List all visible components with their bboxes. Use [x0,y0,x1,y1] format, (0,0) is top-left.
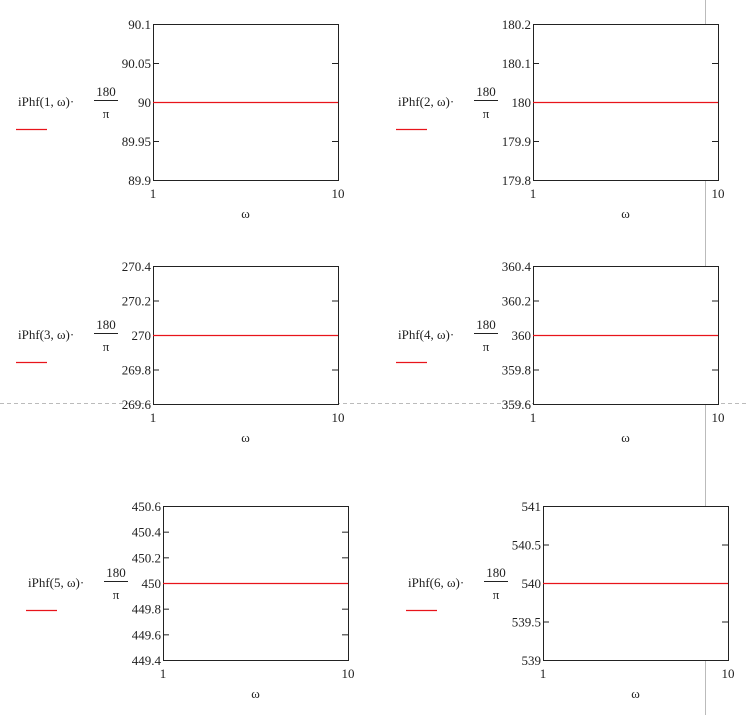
y-tick-label: 180.2 [502,17,531,32]
fraction-numerator: 180 [106,565,126,580]
plot-4[interactable]: 360.4 360.2 360 359.8 359.61 10 ω iPhf(4, ω)· 18… [396,259,725,445]
y-axis-expression: iPhf(1, ω)· [18,94,74,109]
y-tick-label: 180 [512,95,532,110]
fraction-numerator: 180 [96,317,116,332]
plot-2[interactable]: 180.2 180.1 180 179.9 179.81 10 ω iPhf(2, ω)· 18… [396,17,725,221]
y-tick-label: 449.6 [132,627,162,642]
fraction-denominator: π [493,587,500,602]
x-tick-label: 1 [150,410,157,425]
y-tick-label: 270.2 [122,294,151,309]
y-tick-label: 359.6 [502,397,532,412]
y-tick-label: 179.8 [502,173,531,188]
x-axis-label: ω [621,430,630,445]
y-tick-label: 269.8 [122,363,151,378]
x-axis-label: ω [631,686,640,701]
fraction-numerator: 180 [96,84,116,99]
x-axis-label: ω [241,430,250,445]
x-tick-label: 1 [150,186,157,201]
y-tick-label: 90 [138,95,151,110]
y-tick-label: 450.2 [132,550,161,565]
x-tick-label: 1 [160,666,167,681]
y-tick-label: 269.6 [122,397,152,412]
y-tick-label: 539.5 [512,615,541,630]
fraction-denominator: π [103,339,110,354]
x-axis-label: ω [621,206,630,221]
y-tick-label: 89.9 [128,173,151,188]
y-tick-label: 90.05 [122,56,151,71]
plot-1[interactable]: 90.1 90.05 90 89.95 89.91 10 ω iPhf(1, ω)· 180 π [16,17,345,221]
y-tick-label: 539 [522,653,542,668]
y-tick-label: 450.6 [132,499,162,514]
y-tick-label: 360 [512,328,532,343]
y-axis-expression: iPhf(6, ω)· [408,575,464,590]
x-tick-label: 10 [332,410,345,425]
x-axis-label: ω [251,686,260,701]
x-tick-label: 10 [722,666,735,681]
fraction-numerator: 180 [486,565,506,580]
x-tick-label: 10 [712,410,725,425]
y-tick-label: 449.8 [132,602,161,617]
x-tick-label: 10 [342,666,355,681]
x-tick-label: 1 [540,666,547,681]
fraction-denominator: π [113,587,120,602]
y-tick-label: 270.4 [122,259,152,274]
fraction-numerator: 180 [476,317,496,332]
x-axis-label: ω [241,206,250,221]
x-tick-label: 10 [712,186,725,201]
y-tick-label: 179.9 [502,134,531,149]
x-tick-label: 1 [530,186,537,201]
y-tick-label: 450 [142,576,162,591]
plot-5[interactable]: 450.6 450.4 450.2 450 449.8 449.6 449.41 10 ω iPh… [26,499,355,701]
y-tick-label: 180.1 [502,56,531,71]
y-axis-expression: iPhf(3, ω)· [18,327,74,342]
fraction-denominator: π [103,106,110,121]
y-tick-label: 450.4 [132,525,162,540]
fraction-denominator: π [483,106,490,121]
y-tick-label: 360.4 [502,259,532,274]
y-axis-expression: iPhf(2, ω)· [398,94,454,109]
y-tick-label: 540.5 [512,538,541,553]
plot-3[interactable]: 270.4 270.2 270 269.8 269.61 10 ω iPhf(3, ω)· 18… [16,259,345,445]
x-tick-label: 10 [332,186,345,201]
fraction-numerator: 180 [476,84,496,99]
y-axis-expression: iPhf(5, ω)· [28,575,84,590]
y-tick-label: 270 [132,328,152,343]
y-tick-label: 360.2 [502,294,531,309]
y-tick-label: 90.1 [128,17,151,32]
y-tick-label: 89.95 [122,134,151,149]
y-tick-label: 449.4 [132,653,162,668]
y-tick-label: 540 [522,576,542,591]
fraction-denominator: π [483,339,490,354]
y-axis-expression: iPhf(4, ω)· [398,327,454,342]
y-tick-label: 359.8 [502,363,531,378]
y-tick-label: 541 [522,499,542,514]
x-tick-label: 1 [530,410,537,425]
